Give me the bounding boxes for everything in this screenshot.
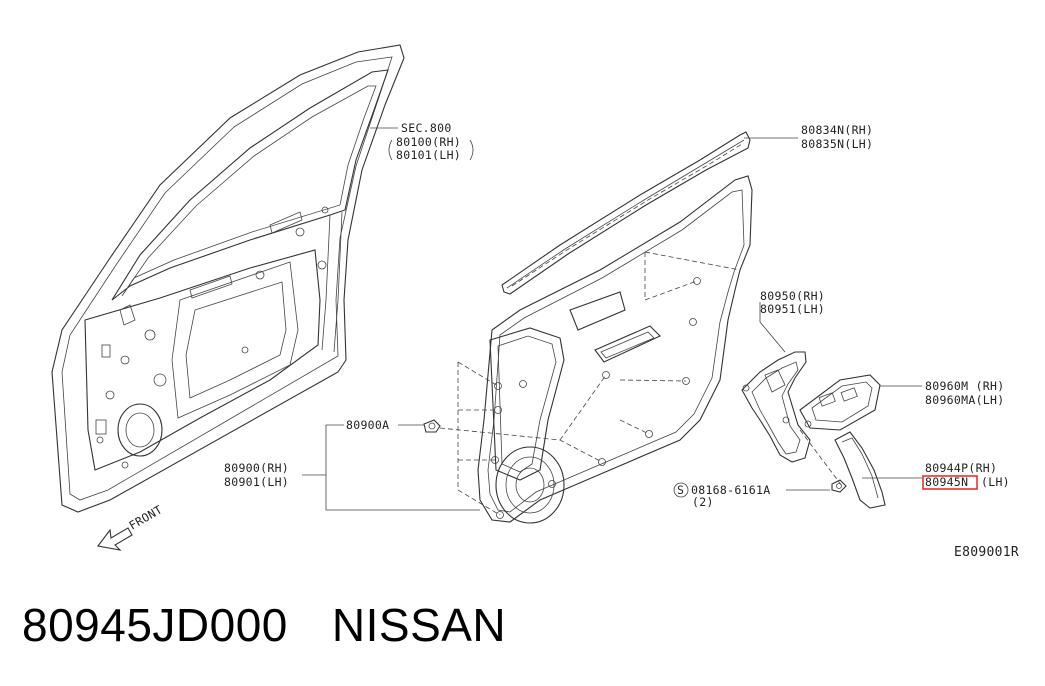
label-sec-bracket-right <box>469 139 474 161</box>
door-trim-drawing <box>439 175 753 524</box>
label-finisher-lh-suffix: (LH) <box>981 475 1010 489</box>
inside-handle-drawing <box>741 351 843 487</box>
switch-finisher-drawing <box>799 374 881 431</box>
label-trim-rh: 80900(RH) <box>224 461 289 475</box>
leader-lines <box>302 127 922 511</box>
label-handle-rh: 80950(RH) <box>760 289 825 303</box>
highlight-box <box>922 475 978 490</box>
label-front: FRONT <box>127 502 165 532</box>
label-handle-lh: 80951(LH) <box>760 302 825 316</box>
label-finisher-lh-code: 80945N <box>925 475 968 489</box>
label-weatherstrip-lh: 80835N(LH) <box>801 137 873 151</box>
screw-drawing <box>831 479 847 493</box>
label-sec-lh: 80101(LH) <box>396 148 461 162</box>
label-screw-qty: (2) <box>692 495 714 509</box>
footer-caption: 80945JD000 NISSAN <box>22 598 550 652</box>
weatherstrip-drawing <box>501 131 751 295</box>
door-shell-drawing <box>51 44 405 513</box>
screw-symbol-circle <box>673 482 689 498</box>
figure-code: E809001R <box>954 545 1019 560</box>
brand-name: NISSAN <box>331 599 507 651</box>
front-arrow-icon: FRONT <box>97 502 165 551</box>
trim-finisher-drawing <box>834 431 886 509</box>
label-sec-bracket <box>388 139 393 161</box>
label-weatherstrip-rh: 80834N(RH) <box>801 123 873 137</box>
label-sec: SEC.800 <box>401 121 452 135</box>
screw-symbol: S <box>677 483 684 497</box>
part-labels: SEC.800 80100(RH) 80101(LH) 80834N(RH) 8… <box>224 121 1019 560</box>
label-trim-lh: 80901(LH) <box>224 475 289 489</box>
label-clip: 80900A <box>346 418 389 432</box>
clip-drawing <box>423 419 441 433</box>
part-number: 80945JD000 <box>22 599 288 651</box>
label-switch-lh: 80960MA(LH) <box>925 393 1004 407</box>
label-switch-rh: 80960M (RH) <box>925 379 1004 393</box>
label-finisher-rh: 80944P(RH) <box>925 461 997 475</box>
label-sec-rh: 80100(RH) <box>396 135 461 149</box>
label-screw: 08168-6161A <box>691 483 770 497</box>
